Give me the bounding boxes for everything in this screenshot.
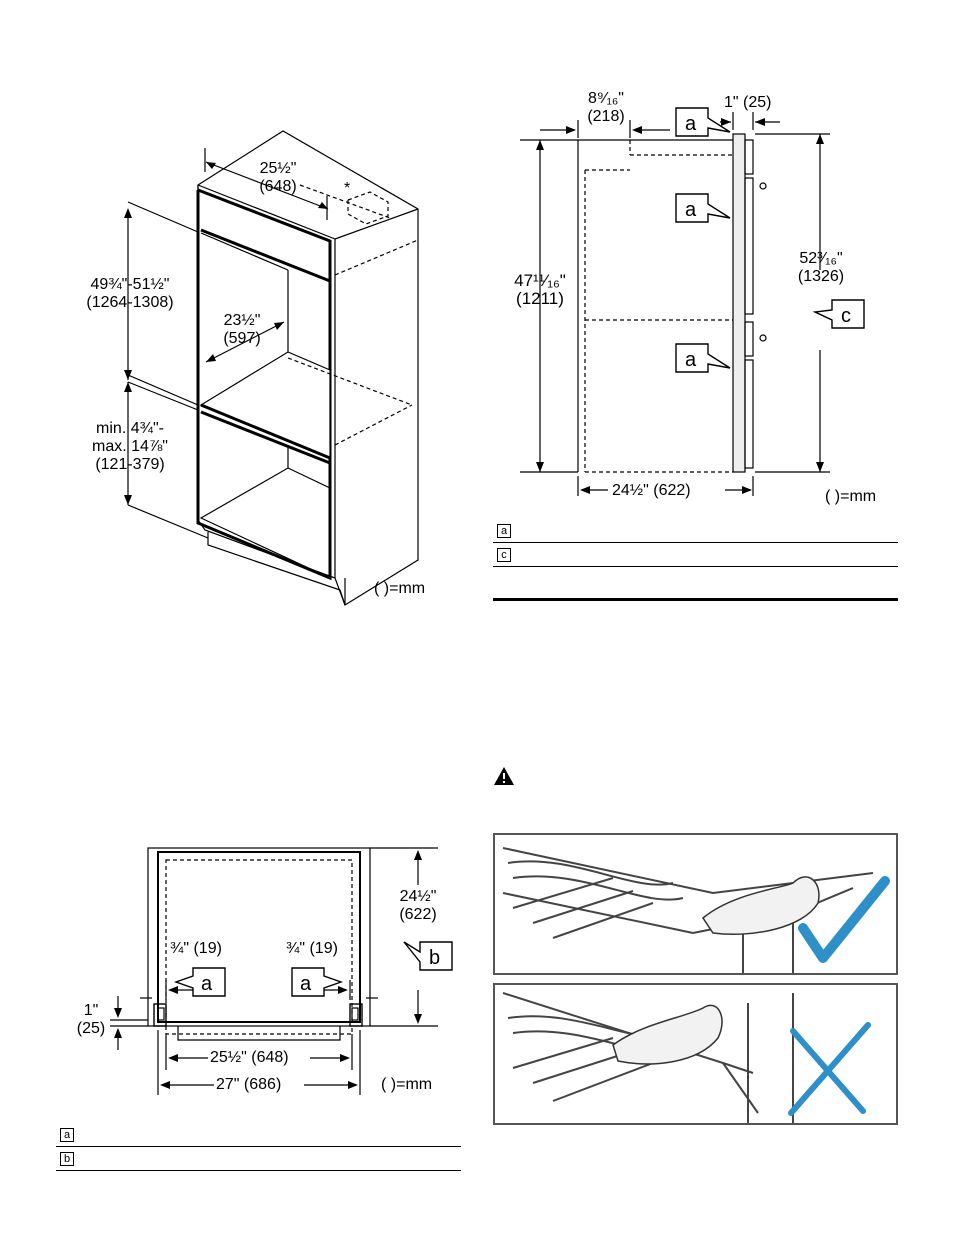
side-bottom-dimension: 24½" (622) bbox=[612, 482, 691, 499]
side-top-depth-dimension: 8⁹⁄₁₆"(218) bbox=[587, 90, 625, 125]
top-depth-dimension: 24½"(622) bbox=[399, 888, 437, 923]
top-callout-a-2: a bbox=[300, 973, 312, 995]
top-inner-dimension: 25½" (648) bbox=[210, 1049, 289, 1066]
cabinet-floor-dimension: min. 4¾"-max. 14⅞"(121-379) bbox=[92, 420, 168, 473]
warning-triangle-icon bbox=[494, 767, 514, 785]
top-outer-dimension: 27" (686) bbox=[216, 1076, 282, 1093]
cabinet-height-dimension: 49¾"-51½"(1264-1308) bbox=[86, 276, 174, 311]
side-legend: a c bbox=[493, 520, 898, 568]
side-height-right-dimension: 52³⁄₁₆"(1326) bbox=[797, 250, 845, 285]
side-callout-c: c bbox=[841, 305, 851, 327]
cabinet-depth-dimension: 25½"(648) bbox=[259, 160, 297, 195]
cabinet-width-dimension: 23½"(597) bbox=[223, 312, 261, 347]
top-legend: a b bbox=[56, 1124, 461, 1171]
top-callout-a-1: a bbox=[201, 973, 213, 995]
legend-key-b: b bbox=[60, 1152, 74, 1166]
section-divider bbox=[493, 598, 898, 601]
top-side-dimension: 1"(25) bbox=[76, 1002, 106, 1037]
top-unit-note: ( )=mm bbox=[381, 1076, 433, 1093]
side-door-dimension: 1" (25) bbox=[724, 94, 772, 111]
side-callout-a-3: a bbox=[685, 349, 697, 371]
side-height-left-dimension: 47¹¹⁄₁₆"(1211) bbox=[514, 271, 566, 308]
side-callout-a-2: a bbox=[685, 199, 697, 221]
top-gap-right-dimension: ¾" (19) bbox=[286, 940, 338, 957]
side-callout-a-1: a bbox=[685, 113, 697, 135]
cabinet-unit-note: ( )=mm bbox=[374, 580, 426, 597]
top-callout-b: b bbox=[429, 947, 440, 969]
cross-icon bbox=[788, 1022, 871, 1116]
top-gap-left-dimension: ¾" (19) bbox=[170, 940, 222, 957]
side-unit-note: ( )=mm bbox=[825, 488, 877, 505]
cabinet-asterisk: * bbox=[344, 180, 351, 197]
legend-key-a: a bbox=[497, 524, 511, 538]
correct-handling-photo bbox=[493, 833, 898, 975]
incorrect-handling-photo bbox=[493, 983, 898, 1125]
legend-key-c: c bbox=[497, 548, 511, 562]
legend-key-a: a bbox=[60, 1128, 74, 1142]
checkmark-icon bbox=[798, 876, 890, 963]
